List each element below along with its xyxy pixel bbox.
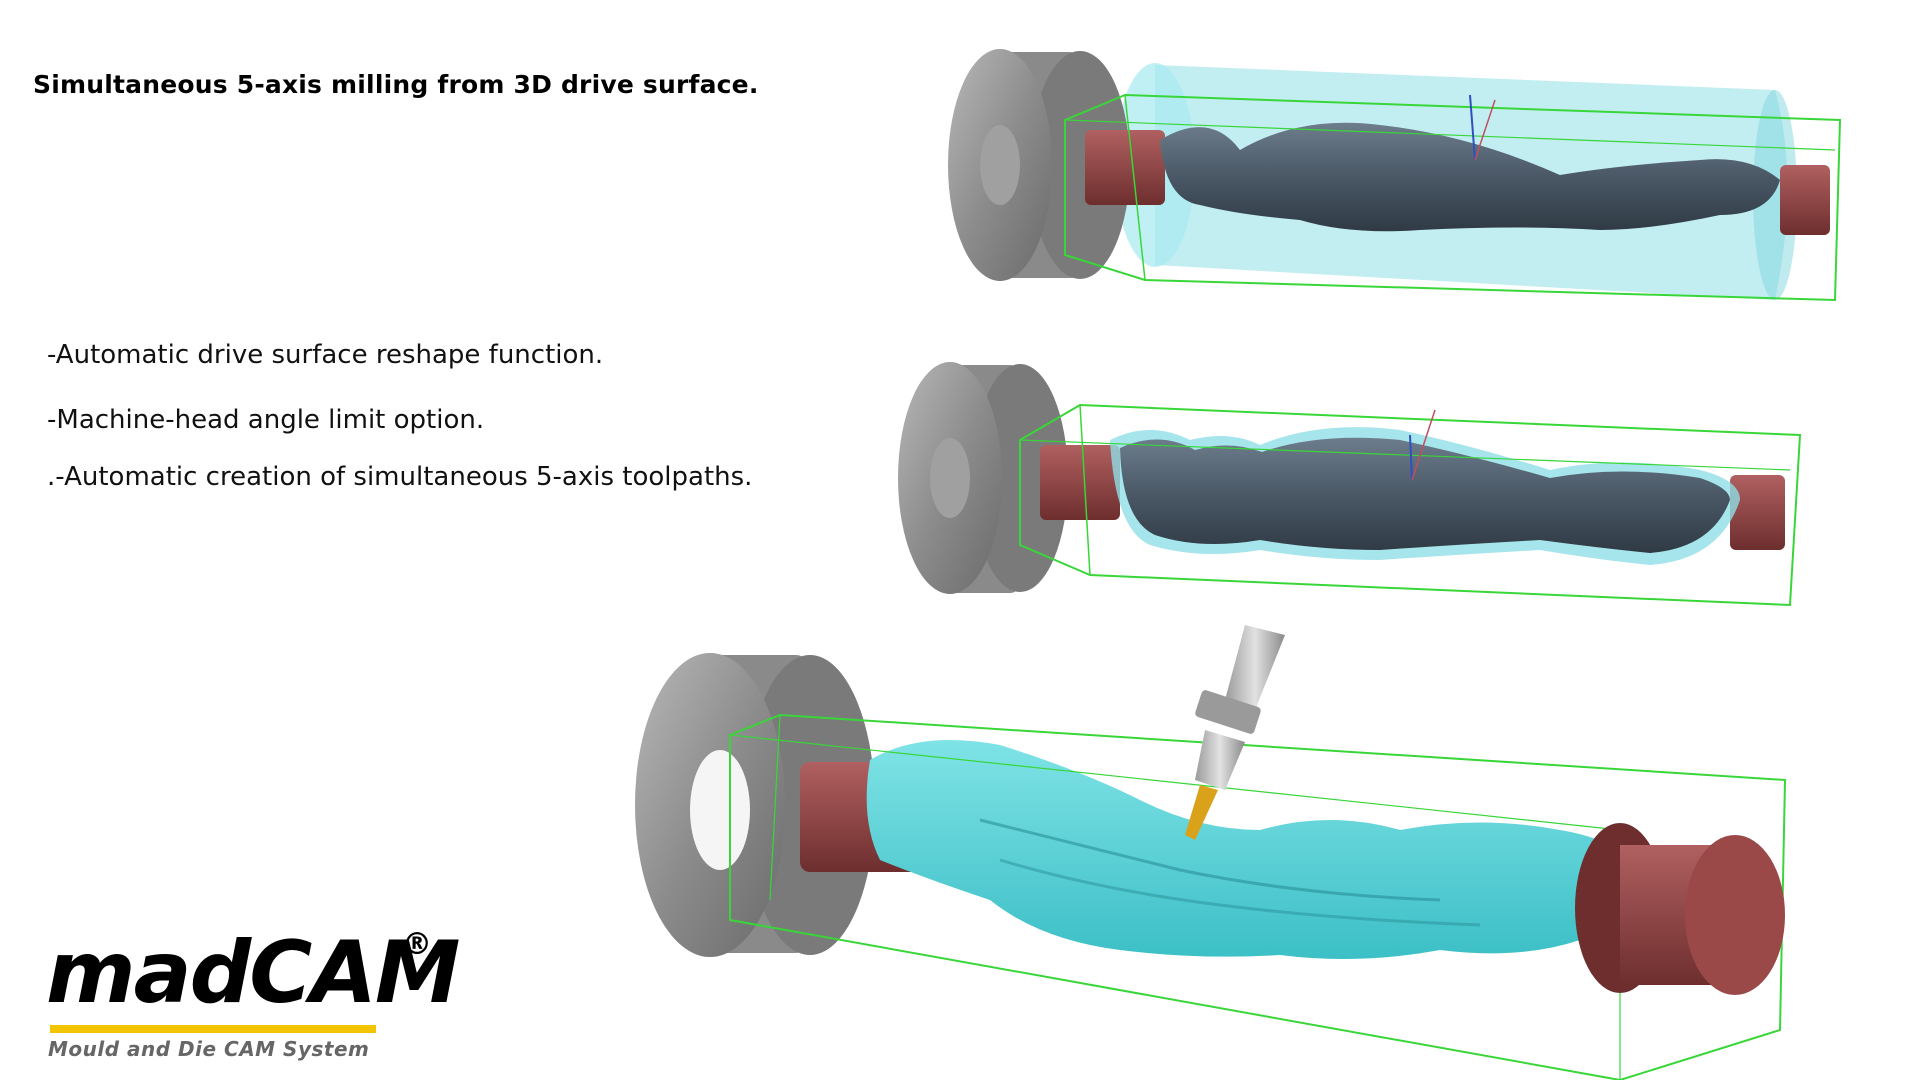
logo-tagline: Mould and Die CAM System (48, 1037, 370, 1061)
page-title: Simultaneous 5-axis milling from 3D driv… (33, 70, 759, 99)
feature-angle-limit: -Machine-head angle limit option. (47, 405, 485, 435)
feature-reshape: -Automatic drive surface reshape functio… (47, 340, 604, 370)
feature-toolpaths: .-Automatic creation of simultaneous 5-a… (47, 462, 753, 492)
scene-reshaped-surface (898, 362, 1802, 607)
scene-stock-cylinder (948, 49, 1842, 302)
registered-mark: ® (402, 927, 432, 962)
madcam-logo: madCAM ® Mould and Die CAM System (42, 925, 460, 1065)
cutting-tool-holder-icon (1185, 625, 1285, 840)
scene-5axis-toolpath (635, 625, 1787, 1080)
logo-wordmark: madCAM (46, 923, 460, 1023)
chuck-icon (948, 49, 1130, 281)
logo-underline (50, 1025, 376, 1033)
